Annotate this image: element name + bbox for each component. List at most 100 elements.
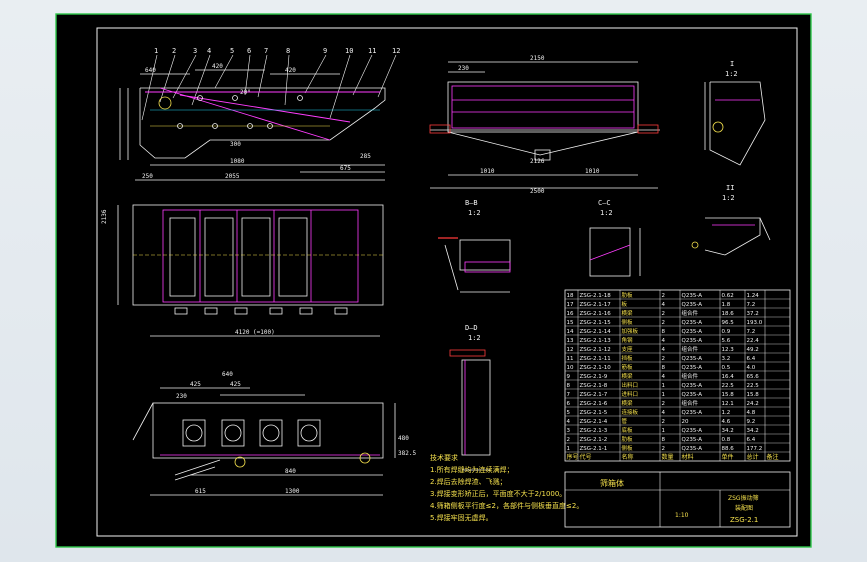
bom-cell: 2 <box>662 401 666 407</box>
bom-cell: 侧板 <box>622 444 634 452</box>
bom-header-cell: 代号 <box>580 453 592 461</box>
section-bb-scale: 1:2 <box>468 209 481 217</box>
bom-cell: 4 <box>662 302 666 308</box>
bom-cell: 65.6 <box>747 374 760 380</box>
bom-cell: 34.2 <box>722 428 734 434</box>
callout-2: 2 <box>172 47 176 55</box>
bom-cell: Q235-A <box>682 356 703 362</box>
bom-cell: 7.2 <box>747 329 756 335</box>
bom-cell: Q235-A <box>682 302 703 308</box>
bom-cell: Q235-A <box>682 437 703 443</box>
dim-382: 382.5 <box>398 450 416 457</box>
dim-640b: 640 <box>222 371 233 378</box>
title-block-sub: 装配图 <box>735 504 753 512</box>
bom-cell: 横梁 <box>622 399 634 407</box>
side-view-dims: 2150 230 2126 1010 1010 2500 <box>458 55 600 195</box>
bom-cell: ZSG-2.1-5 <box>580 410 608 416</box>
callout-12: 12 <box>392 47 400 55</box>
bom-cell: ZSG-2.1-8 <box>580 383 608 389</box>
bom-cell: 1.8 <box>722 302 731 308</box>
callout-3: 3 <box>193 47 197 55</box>
bom-header-cell: 总计 <box>747 453 759 461</box>
dim-480: 480 <box>398 435 409 442</box>
callout-5: 5 <box>230 47 234 55</box>
bom-cell: 8 <box>662 329 666 335</box>
section-dd <box>449 349 491 471</box>
detail-ii-labels: II 1:2 <box>722 184 735 202</box>
bom-cell: 2 <box>662 356 666 362</box>
bom-cell: Q235-A <box>682 383 703 389</box>
bom-cell: 22.4 <box>747 338 760 344</box>
bom-cell: 96.5 <box>722 320 735 326</box>
bom-cell: 0.5 <box>722 365 731 371</box>
dim-420b: 420 <box>285 67 296 74</box>
bom-cell: 1 <box>567 446 571 452</box>
dim-1300: 1300 <box>285 488 300 495</box>
bom-cell: ZSG-2.1-16 <box>580 311 612 317</box>
bom-cell: ZSG-2.1-2 <box>580 437 608 443</box>
bom-cell: 6.4 <box>747 437 756 443</box>
bom-cell: Q235-A <box>682 338 703 344</box>
note-2: 2.焊后去除焊渣、飞溅； <box>430 477 507 486</box>
detail-i <box>704 81 766 166</box>
dim-615: 615 <box>195 488 206 495</box>
bom-cell: 2 <box>567 437 571 443</box>
bom-cell: 7 <box>567 392 571 398</box>
callout-11: 11 <box>368 47 376 55</box>
note-5: 5.焊接牢固无虚焊。 <box>430 513 493 522</box>
detail-i-scale: 1:2 <box>725 70 738 78</box>
bom-cell: ZSG-2.1-1 <box>580 446 608 452</box>
callout-10: 10 <box>345 47 353 55</box>
bom-cell: 5 <box>567 410 571 416</box>
bom-cell: 组合件 <box>682 345 699 353</box>
bom-cell: 10 <box>567 365 574 371</box>
bom-cell: 0.9 <box>722 329 731 335</box>
section-bb-labels: B—B 1:2 <box>465 199 481 217</box>
bom-cell: 0.62 <box>722 293 734 299</box>
dim-2055: 2055 <box>225 173 240 180</box>
bom-cell: 6.4 <box>747 356 756 362</box>
bom-cell: 16.4 <box>722 374 735 380</box>
bom-cell: 4.8 <box>747 410 756 416</box>
bom-cell: 底板 <box>622 426 634 434</box>
section-cc-title: C—C <box>598 199 611 207</box>
section-cc-labels: C—C 1:2 <box>598 199 613 217</box>
bom-cell: 8 <box>567 383 571 389</box>
bom-header-cell: 单件 <box>722 453 734 461</box>
title-block-name: 筛箱体 <box>600 478 624 488</box>
bom-cell: 4 <box>662 374 666 380</box>
bom-cell: 4.6 <box>722 419 731 425</box>
callout-1: 1 <box>154 47 158 55</box>
dim-angle: 20° <box>240 89 251 96</box>
section-bb-title: B—B <box>465 199 478 207</box>
bom-header-cell: 名称 <box>622 453 634 461</box>
detail-i-labels: I 1:2 <box>725 60 738 78</box>
callout-7: 7 <box>264 47 268 55</box>
dim-420: 420 <box>212 63 223 70</box>
bom-cell: 22.5 <box>722 383 735 389</box>
title-block-scale: 1:10 <box>675 512 689 519</box>
callout-4: 4 <box>207 47 211 55</box>
front-view-dims: 640 420 420 20° 300 1080 2055 250 675 28… <box>142 63 371 180</box>
bom-cell: 18 <box>567 293 574 299</box>
detail-ii-scale: 1:2 <box>722 194 735 202</box>
bom-cell: Q235-A <box>682 320 703 326</box>
bom-cell: 9 <box>567 374 571 380</box>
bom-cell: 组合件 <box>682 309 699 317</box>
bom-cell: 3 <box>567 428 571 434</box>
bom-cell: ZSG-2.1-17 <box>580 302 612 308</box>
bom-cell: Q235-A <box>682 410 703 416</box>
bom-cell: 5.6 <box>722 338 731 344</box>
bom-cell: 2 <box>662 446 666 452</box>
title-block-drawing-no: ZSG-2.1 <box>730 516 758 524</box>
front-view-callouts: 1 2 3 4 5 6 7 8 9 10 11 12 <box>154 47 400 55</box>
bom-cell: ZSG-2.1-4 <box>580 419 608 425</box>
bom-cell: 3.2 <box>722 356 731 362</box>
bom-cell: ZSG-2.1-3 <box>580 428 608 434</box>
dim-840: 840 <box>285 468 296 475</box>
dim-300: 300 <box>230 141 241 148</box>
bom-cell: 2 <box>662 419 666 425</box>
bom-cell: 177.2 <box>747 446 763 452</box>
